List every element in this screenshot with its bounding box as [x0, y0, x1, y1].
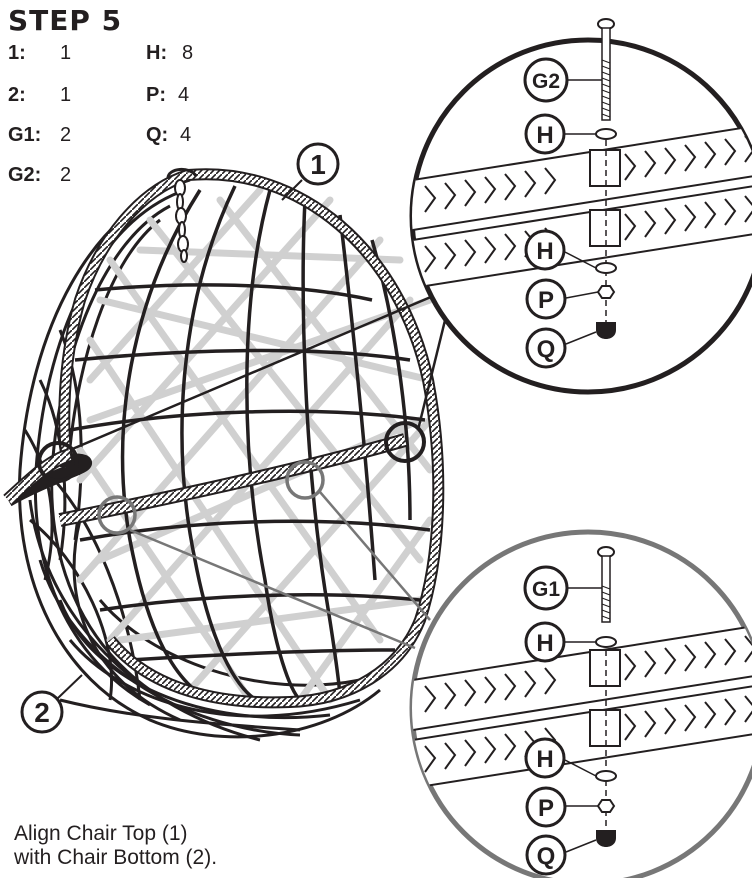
- svg-text:H: H: [536, 238, 553, 265]
- svg-text:G2: G2: [532, 70, 560, 93]
- callout-chair-bottom: 2: [20, 674, 83, 734]
- rope-tube-upper: [412, 620, 752, 734]
- svg-text:Q: Q: [537, 843, 556, 870]
- callout-cap-nut-q: Q: [525, 327, 567, 369]
- callout-label: 1: [310, 149, 326, 180]
- callout-washer-h: H: [524, 113, 566, 155]
- part-row: Q: 4: [146, 124, 191, 147]
- step-title: STEP 5: [8, 4, 123, 37]
- cap-nut-q-icon: [596, 830, 616, 847]
- svg-text:P: P: [538, 795, 554, 822]
- svg-text:G1: G1: [532, 578, 560, 601]
- callout-washer-h: H: [524, 229, 566, 271]
- washer-h-icon: [595, 128, 617, 140]
- callout-bolt-g1: G1: [523, 565, 569, 611]
- callout-label: 2: [34, 697, 50, 728]
- part-code: P:: [146, 84, 166, 106]
- callout-cap-nut-q: Q: [525, 834, 567, 876]
- instruction-line: with Chair Bottom (2).: [14, 846, 218, 869]
- hex-nut-p-icon: [596, 799, 616, 813]
- hanging-chain: [166, 168, 198, 263]
- bolt-g2: [597, 18, 615, 121]
- svg-text:Q: Q: [537, 336, 556, 363]
- callout-washer-h: H: [524, 737, 566, 779]
- part-code: G2:: [8, 164, 42, 186]
- washer-h-icon: [595, 636, 617, 648]
- svg-text:H: H: [536, 630, 553, 657]
- washer-h-icon: [595, 262, 617, 274]
- part-row: 1: 1: [8, 42, 71, 65]
- cap-nut-q-icon: [596, 322, 616, 339]
- svg-text:H: H: [536, 122, 553, 149]
- part-code: G1:: [8, 124, 42, 146]
- part-code: Q:: [146, 124, 169, 146]
- rope-tube-lower: [412, 680, 752, 792]
- hex-nut-p-icon: [596, 285, 616, 299]
- callout-nut-p: P: [525, 786, 567, 828]
- washer-h-icon: [595, 770, 617, 782]
- part-qty: 2: [60, 164, 72, 186]
- chair-illustration: [3, 168, 445, 742]
- rope-tube-upper: [412, 120, 752, 234]
- part-row: 2: 1: [8, 84, 71, 107]
- callout-washer-h: H: [524, 621, 566, 663]
- part-qty: 4: [180, 124, 192, 146]
- part-code: H:: [146, 42, 168, 64]
- detail-top: [409, 18, 752, 395]
- part-row: G2: 2: [8, 164, 71, 187]
- attachment-highlights: [37, 421, 426, 535]
- bolt-g1: [597, 546, 615, 623]
- part-qty: 1: [60, 84, 72, 106]
- part-code: 1:: [8, 42, 26, 64]
- callout-bolt-g2: G2: [523, 57, 569, 103]
- part-qty: 4: [178, 84, 190, 106]
- part-qty: 8: [182, 42, 194, 64]
- instruction-text: Align Chair Top (1) with Chair Bottom (2…: [14, 822, 217, 870]
- part-row: H: 8: [146, 42, 193, 65]
- rope-tube-lower: [412, 180, 752, 292]
- detail-bottom: [409, 529, 752, 878]
- part-row: G1: 2: [8, 124, 71, 147]
- svg-text:H: H: [536, 746, 553, 773]
- callout-nut-p: P: [525, 278, 567, 320]
- part-code: 2:: [8, 84, 26, 106]
- part-row: P: 4: [146, 84, 189, 107]
- part-qty: 2: [60, 124, 72, 146]
- callout-chair-top: 1: [281, 142, 340, 201]
- part-qty: 1: [60, 42, 72, 64]
- svg-text:P: P: [538, 287, 554, 314]
- instruction-line: Align Chair Top (1): [14, 822, 188, 845]
